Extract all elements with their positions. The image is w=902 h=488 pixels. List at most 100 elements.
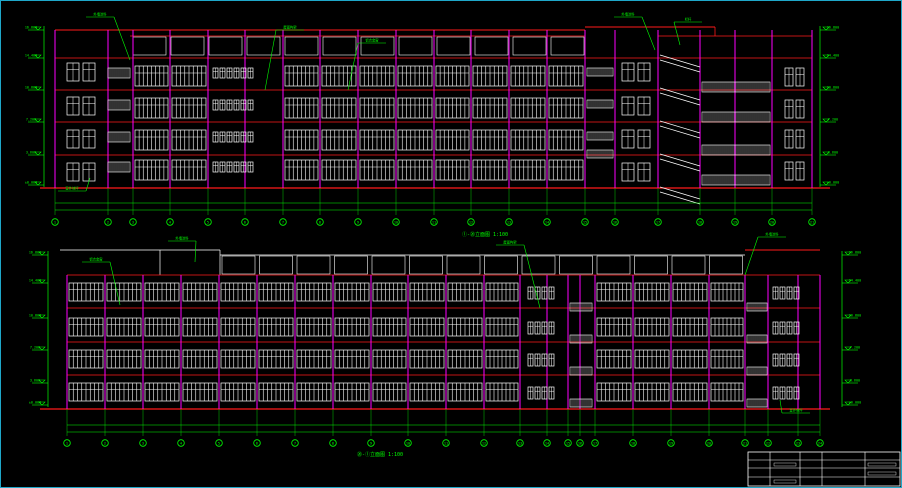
railing: [586, 99, 614, 109]
railing: [569, 334, 593, 344]
axis-label: 20: [770, 221, 774, 225]
lower-elevation-title: ⑳-①立面图 1:100: [357, 451, 403, 458]
roof-frame: [246, 36, 281, 56]
axis-bubble: [139, 439, 147, 447]
axis-label: 15: [566, 442, 570, 446]
level-text: 3.600: [30, 379, 40, 383]
railing: [107, 99, 131, 111]
level-triangle: [38, 279, 46, 284]
railing: [586, 149, 614, 159]
axis-bubble: [467, 218, 475, 226]
level-text: 3.600: [26, 151, 36, 155]
railing: [107, 67, 131, 79]
level-triangle: [844, 314, 852, 319]
roof-frame: [360, 36, 395, 56]
callout-leader: [264, 29, 277, 91]
title-block: [747, 451, 901, 487]
roof-frame: [634, 255, 668, 275]
callout-leader: [641, 16, 656, 51]
level-text: 3.600: [828, 151, 838, 155]
axis-bubble: [316, 218, 324, 226]
level-text: 14.400: [29, 279, 41, 283]
level-triangle: [34, 151, 42, 156]
title-field: [867, 471, 897, 476]
axis-bubble: [564, 439, 572, 447]
axis-bubble: [816, 439, 824, 447]
axis-label: 20: [707, 442, 711, 446]
axis-bubble: [576, 439, 584, 447]
roof-frame: [559, 255, 593, 275]
level-triangle: [34, 26, 42, 31]
axis-label: 1: [54, 221, 56, 225]
upper-elevation-title: ①-⑳立面图 1:100: [462, 231, 508, 238]
level-triangle: [38, 379, 46, 384]
axis-label: 23: [796, 442, 800, 446]
axis-bubble: [204, 218, 212, 226]
axis-bubble: [63, 439, 71, 447]
axis-bubble: [404, 439, 412, 447]
axis-label: 22: [766, 442, 770, 446]
axis-bubble: [279, 218, 287, 226]
roof-frame: [170, 36, 205, 56]
callout-text: 屋面构架: [503, 240, 517, 245]
roof-frame: [671, 255, 706, 275]
level-text: 3.600: [850, 379, 860, 383]
axis-label: 10: [394, 221, 398, 225]
stair-diag: [659, 59, 701, 73]
axis-label: 14: [545, 442, 549, 446]
roof-frame: [398, 36, 433, 56]
roof-frame: [132, 36, 167, 56]
axis-bubble: [581, 218, 589, 226]
callout-text: 外墙涂料: [93, 12, 107, 17]
callout-text: 铝合金窗: [365, 38, 379, 43]
roof-frame: [371, 255, 406, 275]
level-text: 14.400: [25, 54, 37, 58]
axis-bubble: [215, 439, 223, 447]
axis-bubble: [705, 439, 713, 447]
axis-bubble: [543, 218, 551, 226]
roof-frame: [259, 255, 293, 275]
axis-bubble: [591, 439, 599, 447]
title-field: [773, 462, 797, 467]
axis-label: 24: [818, 442, 822, 446]
level-triangle: [34, 86, 42, 91]
railing: [586, 131, 614, 141]
roof-frame: [484, 255, 518, 275]
level-triangle: [844, 379, 852, 384]
level-text: ±0.000: [849, 401, 861, 405]
roof-frame: [474, 36, 509, 56]
roof-frame: [709, 255, 743, 275]
axis-label: 17: [593, 442, 597, 446]
axis-bubble: [291, 439, 299, 447]
railing: [569, 302, 593, 312]
axis-label: 5: [218, 442, 220, 446]
stair-diag: [659, 87, 701, 101]
roof-frame: [221, 255, 256, 275]
callout-leader: [347, 42, 359, 91]
axis-label: 21: [743, 442, 747, 446]
level-text: 10.800: [849, 314, 861, 318]
callout-text: 屋面构架: [283, 25, 297, 30]
stair-diag: [659, 92, 701, 106]
axis-bubble: [741, 439, 749, 447]
level-triangle: [38, 314, 46, 319]
level-triangle: [844, 251, 852, 256]
axis-label: 14: [545, 221, 549, 225]
axis-label: 6: [256, 442, 258, 446]
axis-label: 7: [294, 442, 296, 446]
axis-label: 18: [698, 221, 702, 225]
roof-frame: [521, 255, 556, 275]
axis-label: 12: [469, 221, 473, 225]
level-text: 7.200: [30, 346, 40, 350]
axis-bubble: [104, 218, 112, 226]
roof-frame: [322, 36, 357, 56]
callout-leader: [779, 399, 783, 414]
level-triangle: [34, 181, 42, 186]
axis-label: 8: [332, 442, 334, 446]
level-triangle: [822, 26, 830, 31]
level-triangle: [822, 151, 830, 156]
axis-label: 19: [669, 442, 673, 446]
axis-bubble: [611, 218, 619, 226]
axis-label: 16: [613, 221, 617, 225]
